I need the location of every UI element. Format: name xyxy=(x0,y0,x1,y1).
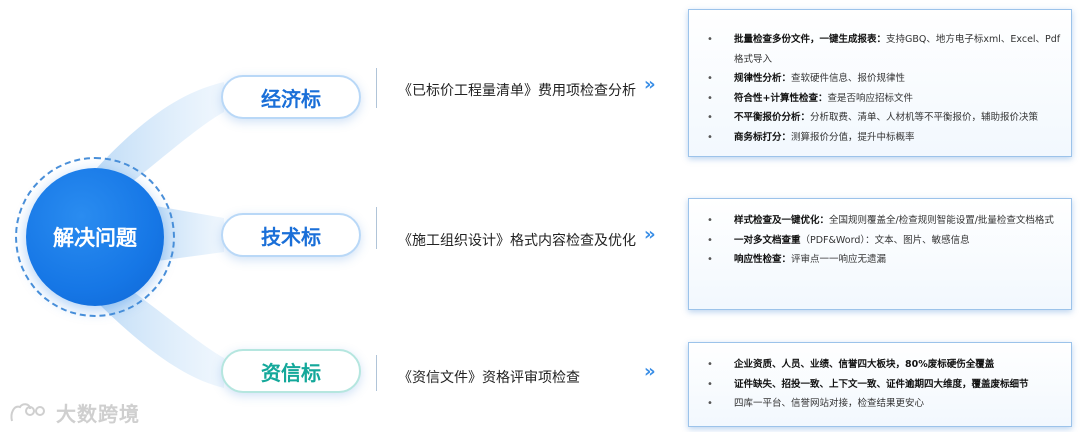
watermark: 大数跨境 xyxy=(8,398,140,427)
divider-line xyxy=(376,207,377,249)
watermark-text: 大数跨境 xyxy=(56,402,140,426)
category-label: 经济标 xyxy=(261,86,321,111)
detail-item: 不平衡报价分析：分析取费、清单、人材机等不平衡报价，辅助报价决策 xyxy=(707,108,1063,128)
category-pill-technical: 技术标 xyxy=(221,213,361,257)
category-pill-economic: 经济标 xyxy=(221,75,361,119)
detail-item: 证件缺失、招投一致、上下文一致、证件逾期四大维度，覆盖废标细节 xyxy=(707,375,1063,395)
detail-box-credit: 企业资质、人员、业绩、信誉四大板块，80%废标硬伤全覆盖 证件缺失、招投一致、上… xyxy=(688,342,1072,427)
detail-item: 批量检查多份文件，一键生成报表：支持GBQ、地方电子标xml、Excel、Pdf… xyxy=(707,30,1063,69)
category-pill-credit: 资信标 xyxy=(221,349,361,393)
divider-line xyxy=(376,355,377,391)
detail-box-technical: 样式检查及一键优化：全国规则覆盖全/检查规则智能设置/批量检查文档格式 一对多文… xyxy=(688,198,1072,310)
detail-item: 一对多文档查重（PDF&Word）：文本、图片、敏感信息 xyxy=(707,231,1063,251)
chevron-right-icon: » xyxy=(644,224,655,245)
detail-item: 规律性分析：查软硬件信息、报价规律性 xyxy=(707,69,1063,89)
category-label: 资信标 xyxy=(261,360,321,385)
category-label: 技术标 xyxy=(261,224,321,249)
detail-item: 样式检查及一键优化：全国规则覆盖全/检查规则智能设置/批量检查文档格式 xyxy=(707,211,1063,231)
watermark-logo-icon xyxy=(10,402,45,421)
row-description: 《资信文件》资格评审项检查 xyxy=(398,370,580,386)
chevron-right-icon: » xyxy=(644,361,655,382)
hub-ring xyxy=(15,157,175,317)
chevron-right-icon: » xyxy=(644,74,655,95)
detail-item: 响应性检查：评审点一一响应无遗漏 xyxy=(707,250,1063,270)
detail-item: 商务标打分：测算报价分值，提升中标概率 xyxy=(707,128,1063,148)
detail-item: 企业资质、人员、业绩、信誉四大板块，80%废标硬伤全覆盖 xyxy=(707,355,1063,375)
detail-box-economic: 批量检查多份文件，一键生成报表：支持GBQ、地方电子标xml、Excel、Pdf… xyxy=(688,9,1072,157)
detail-item: 四库一平台、信誉网站对接，检查结果更安心 xyxy=(707,394,1063,414)
row-description: 《施工组织设计》格式内容检查及优化 xyxy=(398,233,636,249)
divider-line xyxy=(376,68,377,108)
row-description: 《已标价工程量清单》费用项检查分析 xyxy=(398,83,636,99)
detail-item: 符合性+计算性检查：查是否响应招标文件 xyxy=(707,89,1063,109)
hub-circle: 解决问题 xyxy=(26,168,164,306)
hub-label: 解决问题 xyxy=(53,226,137,250)
